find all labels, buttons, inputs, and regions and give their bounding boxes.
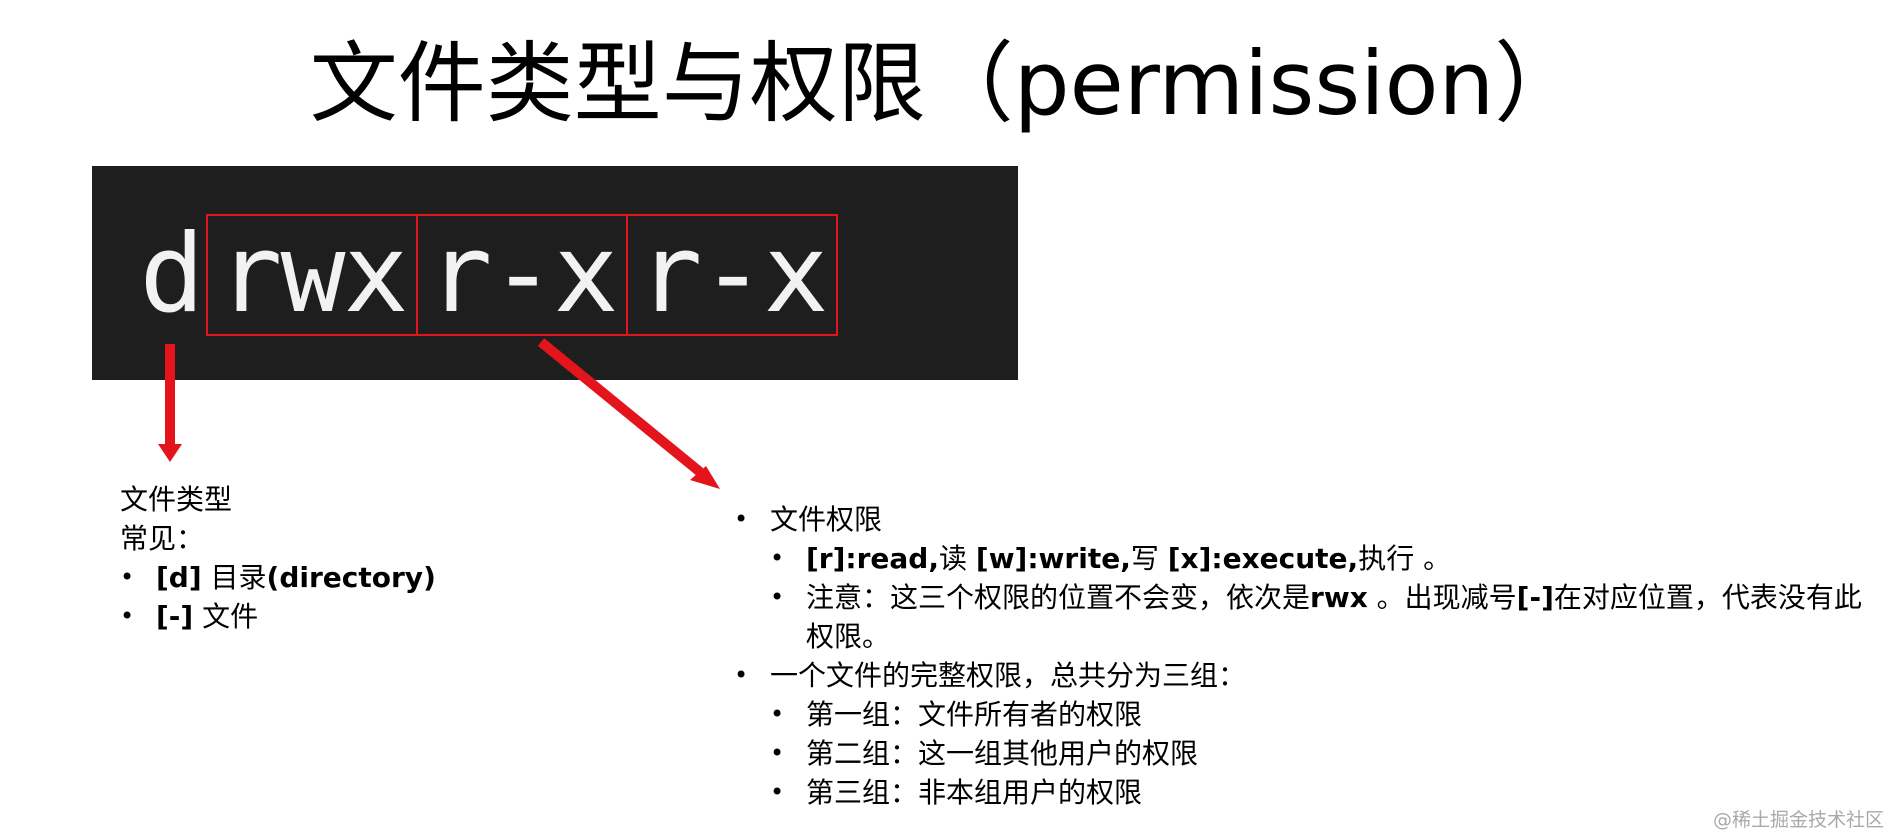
file-type-section: 文件类型 常见： [d] 目录(directory) [-] 文件 <box>120 480 436 636</box>
read-code: [r]:read, <box>806 542 939 575</box>
permission-note-line: 注意：这三个权限的位置不会变，依次是rwx 。出现减号[-]在对应位置，代表没有… <box>734 578 1884 656</box>
directory-code: [d] <box>156 561 202 594</box>
groups-heading: 一个文件的完整权限，总共分为三组： <box>734 656 1884 695</box>
execute-text: 执行 。 <box>1358 542 1452 575</box>
file-type-heading: 文件类型 <box>120 483 233 516</box>
file-type-arrow <box>158 344 182 462</box>
directory-text: 目录 <box>201 561 267 594</box>
read-text: 读 <box>938 542 976 575</box>
write-text: 写 <box>1130 542 1168 575</box>
file-type-char: d <box>139 212 204 337</box>
rwx-meaning-line: [r]:read,读 [w]:write,写 [x]:execute,执行 。 <box>734 539 1884 578</box>
file-text: 文件 <box>193 600 259 633</box>
execute-code: [x]:execute, <box>1167 542 1359 575</box>
note-rwx: rwx <box>1310 581 1368 614</box>
others-permission-group: r-x <box>626 212 838 337</box>
write-code: [w]:write, <box>975 542 1131 575</box>
watermark: @稀土掘金技术社区 <box>1712 809 1884 831</box>
file-permission-arrow <box>537 338 720 489</box>
directory-detail: (directory) <box>266 561 436 594</box>
file-code: [-] <box>156 600 194 633</box>
terminal-screenshot: d rwx r-x r-x <box>92 166 1018 380</box>
owner-permission-group: rwx <box>206 212 418 337</box>
note-dash: [-] <box>1516 581 1554 614</box>
note-pre: 注意：这三个权限的位置不会变，依次是 <box>806 581 1311 614</box>
group-item-group: 第二组：这一组其他用户的权限 <box>734 734 1884 773</box>
permission-string: d rwx r-x r-x <box>134 210 838 340</box>
file-type-item-directory: [d] 目录(directory) <box>120 558 436 597</box>
note-mid: 。出现减号 <box>1367 581 1517 614</box>
file-type-item-file: [-] 文件 <box>120 597 436 636</box>
group-item-owner: 第一组：文件所有者的权限 <box>734 695 1884 734</box>
file-permission-section: 文件权限 [r]:read,读 [w]:write,写 [x]:execute,… <box>734 500 1884 812</box>
group-item-others: 第三组：非本组用户的权限 <box>734 773 1884 812</box>
note-post: 在对应位置，代表没有此权限。 <box>806 581 1862 653</box>
permission-heading: 文件权限 <box>734 500 1884 539</box>
slide-title: 文件类型与权限（permission） <box>309 32 1583 135</box>
common-label: 常见： <box>120 522 205 555</box>
